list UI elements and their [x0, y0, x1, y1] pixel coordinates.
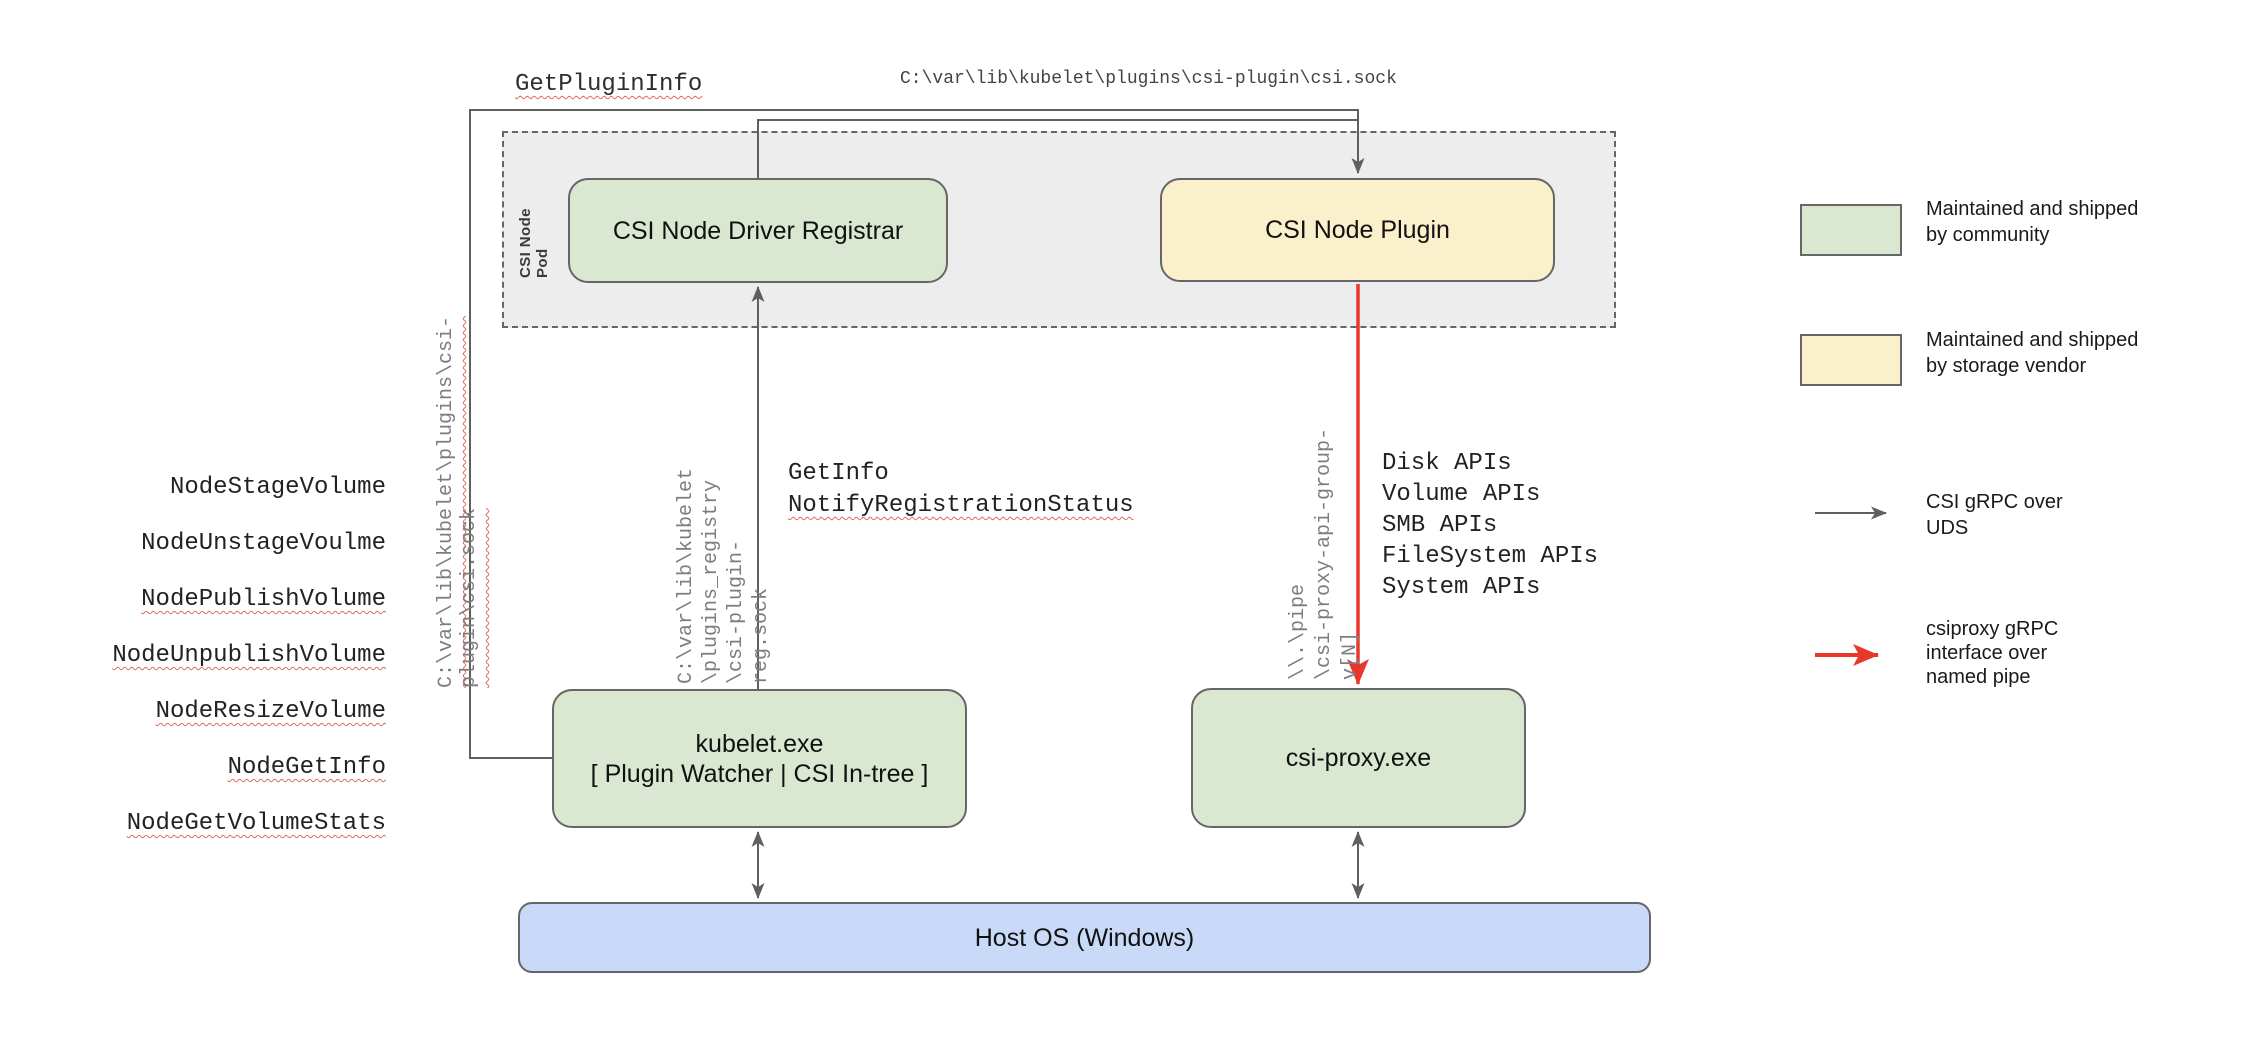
get-info-label: GetInfo	[788, 460, 889, 487]
registrar-to-plugin-uds-line	[757, 119, 1358, 178]
node-call-item: NodeStageVolume	[169, 474, 386, 501]
legend-uds-label: CSI gRPC over UDS	[1926, 491, 2063, 539]
csi-node-plugin-box: CSI Node Plugin	[1160, 178, 1555, 282]
legend-vendor-label: Maintained and shipped by storage vendor	[1926, 329, 2139, 377]
host-os-label: Host OS (Windows)	[974, 923, 1195, 952]
csi-proxy-box: csi-proxy.exe	[1191, 688, 1526, 828]
legend-pipe-label: csiproxy gRPC interface over named pipe	[1926, 618, 2059, 688]
node-call-item: NodeUnpublishVolume	[112, 642, 386, 669]
notify-registration-status-label: NotifyRegistrationStatus	[788, 492, 1134, 519]
named-pipe-path-label: \\.\pipe \csi-proxy-api-group-v[N]	[1287, 427, 1362, 680]
kubelet-label: kubelet.exe [ Plugin Watcher | CSI In-tr…	[590, 729, 929, 788]
kubelet-box: kubelet.exe [ Plugin Watcher | CSI In-tr…	[552, 689, 967, 828]
csi-proxy-label: csi-proxy.exe	[1285, 744, 1432, 772]
legend-community-label: Maintained and shipped by community	[1926, 198, 2139, 246]
node-call-item: NodeResizeVolume	[155, 698, 386, 725]
csi-sock-path-top-label: C:\var\lib\kubelet\plugins\csi-plugin\cs…	[900, 69, 1397, 89]
node-call-item: NodePublishVolume	[141, 586, 386, 613]
csi-node-pod-label: CSI Node Pod	[517, 208, 551, 278]
csi-node-driver-registrar-label: CSI Node Driver Registrar	[612, 216, 904, 245]
node-call-item: NodeGetInfo	[227, 754, 386, 781]
get-plugin-info-label: GetPluginInfo	[515, 71, 703, 98]
kubelet-to-plugin-uds-line	[469, 109, 1365, 759]
node-call-item: NodeGetVolumeStats	[126, 810, 386, 837]
legend-vendor-swatch	[1800, 334, 1902, 386]
host-os-box: Host OS (Windows)	[518, 902, 1651, 973]
csi-node-driver-registrar-box: CSI Node Driver Registrar	[568, 178, 948, 283]
node-call-item: NodeUnstageVoulme	[141, 530, 386, 557]
csi-sock-path-vertical-label: C:\var\lib\kubelet\plugins\csi-plugin\cs…	[435, 315, 481, 688]
node-calls-list: NodeStageVolume NodeUnstageVoulme NodePu…	[100, 446, 386, 865]
legend-community-swatch	[1800, 204, 1902, 256]
reg-sock-path-label: C:\var\lib\kubelet \plugins_registry \cs…	[675, 467, 773, 684]
proxy-api-list: Disk APIs Volume APIs SMB APIs FileSyste…	[1382, 450, 1599, 601]
csi-node-plugin-label: CSI Node Plugin	[1265, 216, 1450, 244]
